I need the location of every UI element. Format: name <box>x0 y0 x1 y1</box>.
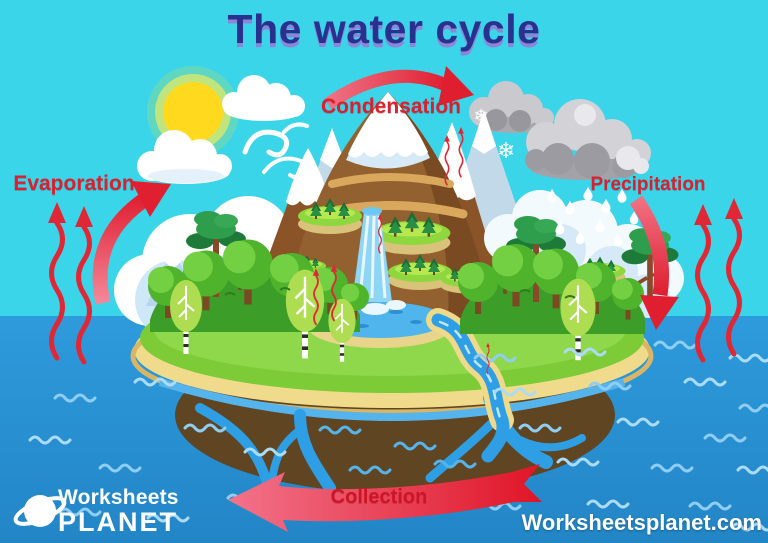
logo-text-planet: PLANET <box>58 506 178 537</box>
label-condensation: Condensation <box>321 95 461 118</box>
logo-text-worksheets: Worksheets <box>58 485 179 509</box>
evaporation-arrow <box>92 181 171 305</box>
worksheets-planet-logo: Worksheets PLANET <box>12 483 179 539</box>
forest-left <box>148 209 369 363</box>
label-collection: Collection <box>330 486 428 508</box>
planet-icon <box>13 495 67 527</box>
snow-cap <box>348 92 428 158</box>
website-url: Worksheetsplanet.com <box>521 510 762 535</box>
page-title: The water cycle <box>227 6 541 52</box>
label-precipitation: Precipitation <box>590 174 706 195</box>
label-evaporation: Evaporation <box>13 172 135 195</box>
collection-arrow <box>228 464 542 532</box>
rain-cloud-icon <box>525 99 651 180</box>
cloud-icon <box>137 130 232 184</box>
river <box>426 308 514 463</box>
condensation-arrow <box>324 66 474 110</box>
precipitation-arrow <box>629 195 679 330</box>
forest-right <box>458 214 681 362</box>
cloud-icon <box>222 75 305 121</box>
groundwater-line <box>158 378 626 421</box>
rain-cloud-icon <box>469 81 554 133</box>
snowflake-icon: ❄ <box>497 138 515 163</box>
